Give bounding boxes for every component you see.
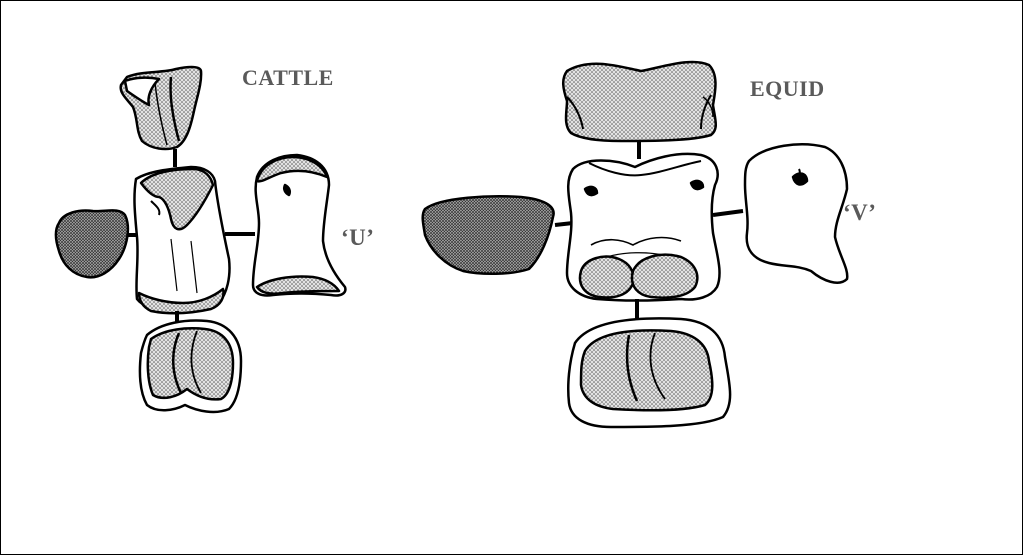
equid-top-view	[563, 62, 716, 141]
cattle-label: CATTLE	[242, 65, 334, 91]
equid-right-view	[745, 144, 847, 282]
cattle-main-view	[134, 167, 229, 313]
equid-label: EQUID	[750, 76, 825, 102]
cattle-left-view	[56, 210, 128, 277]
equid-main-view	[567, 154, 720, 301]
cattle-shape-label: ‘U’	[341, 225, 374, 251]
equid-connector-right	[713, 211, 743, 215]
cattle-bottom-view	[140, 321, 241, 412]
equid-group	[423, 62, 848, 427]
cattle-top-view	[121, 67, 201, 149]
equid-left-view	[423, 196, 554, 273]
equid-bottom-view	[568, 318, 730, 427]
cattle-right-view	[253, 155, 345, 296]
cattle-group	[56, 67, 345, 412]
equid-shape-label: ‘V’	[843, 200, 876, 226]
